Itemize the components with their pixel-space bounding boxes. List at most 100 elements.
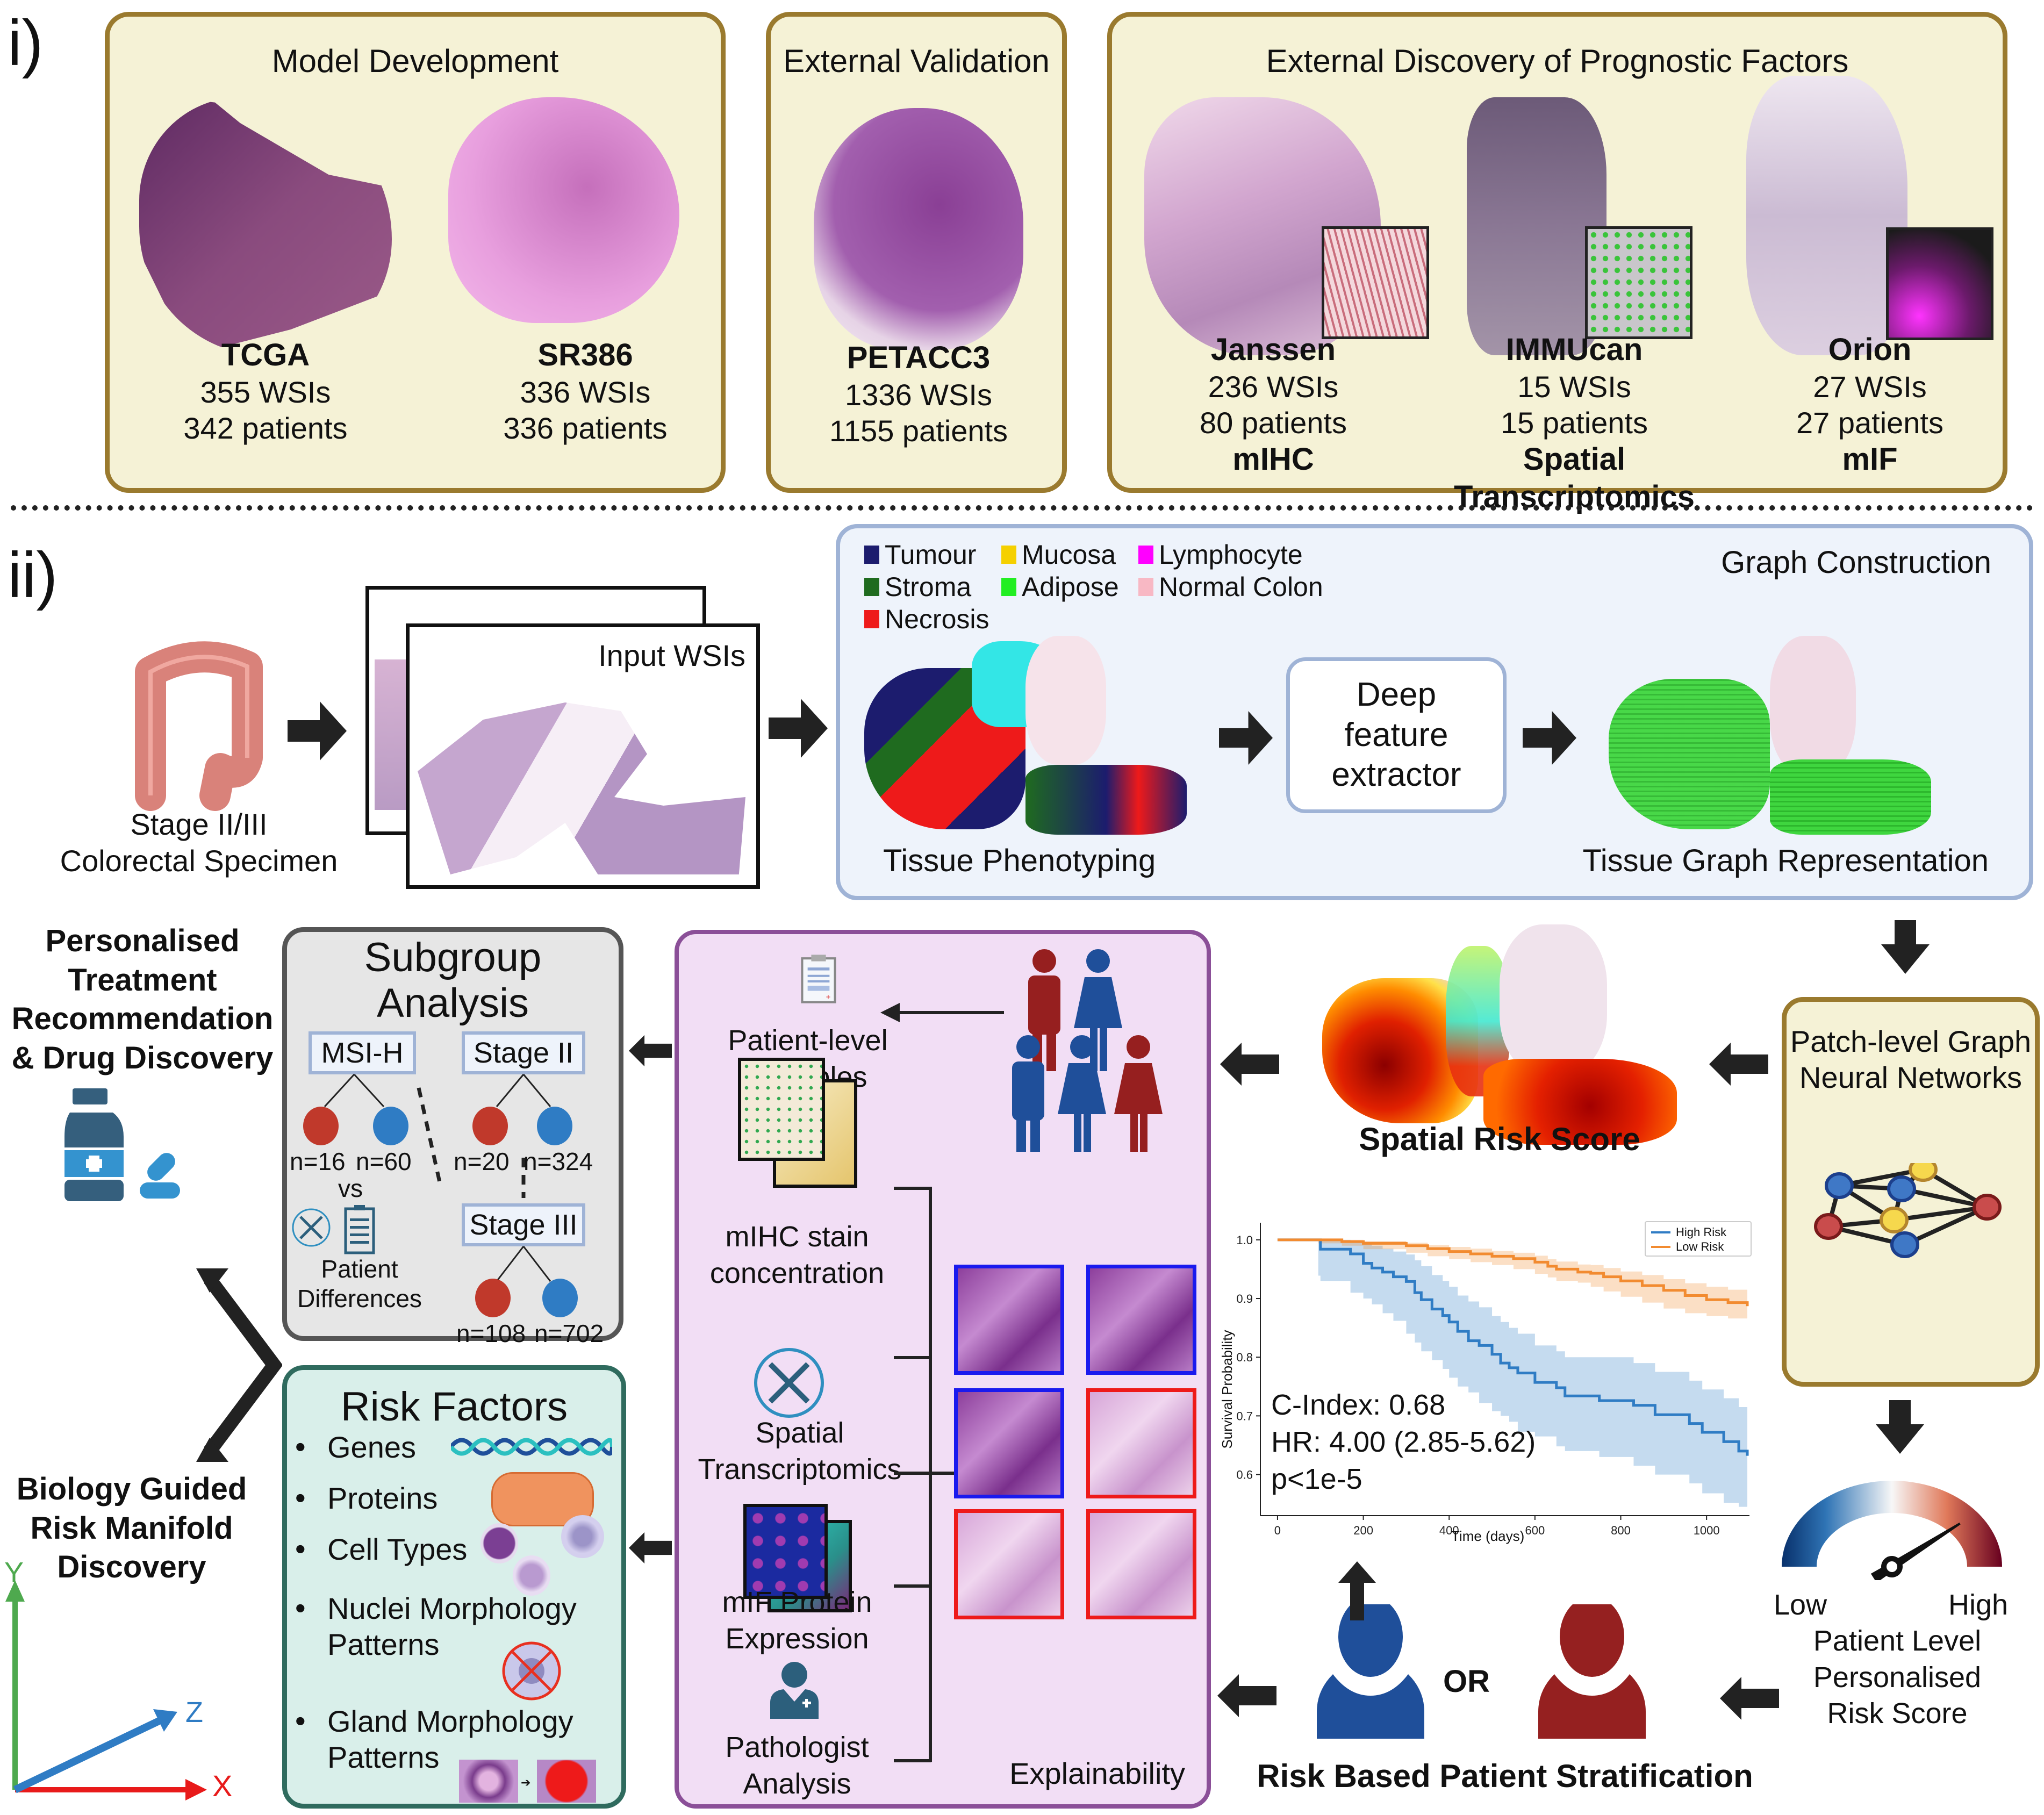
immucan-st-inset	[1585, 226, 1692, 339]
legend-swatch-lymphocyte	[1138, 546, 1153, 564]
tissue-phenotype-map	[864, 636, 1208, 835]
arrow-right-icon	[1219, 711, 1273, 765]
arrow-left-icon	[1709, 1043, 1768, 1086]
model-development-title: Model Development	[271, 43, 559, 79]
gland-image-before	[459, 1760, 518, 1803]
petacc3-slide-image	[814, 108, 1023, 350]
chart-legend: High Risk Low Risk	[1645, 1221, 1752, 1257]
arrow-left-icon	[1220, 1043, 1279, 1086]
immucan-slide-image	[1467, 97, 1606, 355]
connector-line	[894, 1472, 931, 1475]
tissue-graph-map	[1609, 636, 1953, 835]
dataset-sr386: SR386 336 WSIs 336 patients	[503, 338, 668, 445]
hazard-ratio-value: HR: 4.00 (2.85-5.62)	[1271, 1426, 1536, 1459]
y-tick-label: 0.6	[1236, 1468, 1253, 1482]
bullet: •	[295, 1430, 306, 1464]
gauge-arc	[1782, 1481, 2002, 1567]
tcga-slide-image	[139, 97, 392, 355]
external-validation-title: External Validation	[783, 43, 1050, 79]
stage-iii-high-n: n=108	[456, 1319, 526, 1347]
legend-lymphocyte: Lymphocyte	[1138, 539, 1303, 570]
janssen-mihc-inset	[1322, 226, 1429, 339]
gauge-low-label: Low	[1774, 1589, 1827, 1621]
y-tick-label: 0.7	[1236, 1409, 1253, 1423]
vs-label: vs	[338, 1174, 363, 1202]
x-tick-label: 0	[1274, 1524, 1281, 1537]
external-validation-box: External Validation PETACC3 1336 WSIs 11…	[766, 12, 1067, 493]
high-risk-patient-icon	[1538, 1604, 1646, 1739]
dataset-immucan: IMMUcan 15 WSIs 15 patients Spatial Tran…	[1453, 332, 1695, 514]
x-tick-label: 400	[1439, 1524, 1459, 1537]
subgroup-tree-lines	[324, 1073, 551, 1282]
connector-line	[891, 1011, 1004, 1014]
legend-high-risk: High Risk	[1651, 1225, 1726, 1239]
legend-tumour: Tumour	[864, 539, 976, 570]
arrow-right-icon	[288, 701, 347, 761]
explain-item-spatial-transcriptomics: Spatial Transcriptomics	[698, 1417, 902, 1486]
spatial-risk-score-label: Spatial Risk Score	[1359, 1121, 1640, 1157]
legend-swatch-tumour	[864, 546, 879, 564]
dataset-janssen: Janssen 236 WSIs 80 patients mIHC	[1200, 332, 1347, 477]
legend-normal-colon: Normal Colon	[1138, 571, 1323, 602]
stage-ii-high-n: n=20	[454, 1147, 510, 1175]
y-tick-label: 0.8	[1236, 1351, 1253, 1364]
bullet: •	[295, 1481, 306, 1515]
legend-low-risk: Low Risk	[1651, 1240, 1724, 1254]
legend-necrosis: Necrosis	[864, 604, 989, 635]
arrow-left-icon	[629, 1532, 672, 1564]
x-tick-label: 1000	[1694, 1524, 1720, 1537]
dataset-orion: Orion 27 WSIs 27 patients mIF	[1796, 332, 1943, 477]
orion-mif-inset	[1886, 227, 1993, 340]
legend-swatch-stroma	[864, 578, 879, 596]
legend-line-high-risk	[1651, 1231, 1670, 1233]
high-risk-patch	[1086, 1509, 1196, 1619]
dna-icon	[292, 1208, 331, 1247]
model-development-box: Model Development TCGA 355 WSIs 342 pati…	[105, 12, 726, 493]
arrow-right-icon	[769, 699, 828, 758]
connector-line	[894, 1584, 931, 1588]
arrow-left-icon	[1217, 1674, 1276, 1717]
dataset-tcga: TCGA 355 WSIs 342 patients	[183, 338, 348, 445]
graph-node	[1880, 1207, 1909, 1233]
legend-swatch-mucosa	[1001, 546, 1016, 564]
patient-population-icon	[1012, 949, 1163, 1152]
risk-factor-cell-types: Cell Types	[327, 1532, 468, 1566]
legend-mucosa: Mucosa	[1001, 539, 1116, 570]
graph-construction-title: Graph Construction	[1721, 545, 1991, 580]
low-risk-dot	[537, 1107, 572, 1145]
explain-item-mif: mIF Protein Expression	[722, 1586, 872, 1655]
input-wsis-label: Input WSIs	[598, 639, 745, 672]
orion-slide-image	[1746, 76, 1907, 355]
gnn-box: Patch-level Graph Neural Networks	[1782, 997, 2040, 1387]
low-risk-patch	[954, 1265, 1064, 1375]
legend-swatch-necrosis	[864, 610, 879, 628]
cell-icon	[513, 1555, 550, 1596]
axis-z-label: Z	[185, 1696, 203, 1728]
explainability-title: Explainability	[1009, 1756, 1185, 1790]
msi-high-n: n=16	[290, 1147, 346, 1175]
gauge-needle	[1870, 1522, 1961, 1580]
axis-y-label: Y	[4, 1556, 24, 1589]
specimen-label: Stage II/III Colorectal Specimen	[60, 807, 338, 878]
stage-iii-low-n: n=702	[534, 1319, 604, 1347]
dna-strand-icon	[451, 1438, 612, 1456]
subgroup-stage-iii: Stage III	[462, 1203, 585, 1246]
chevron-arrows-icon	[196, 1268, 282, 1462]
tissue-graph-label: Tissue Graph Representation	[1582, 843, 1989, 878]
connector-line	[894, 1356, 931, 1359]
legend-adipose: Adipose	[1001, 571, 1119, 602]
clipboard-icon: +	[801, 955, 836, 1003]
low-risk-patient-icon	[1317, 1604, 1424, 1739]
or-label: OR	[1443, 1664, 1490, 1699]
colon-icon	[135, 641, 263, 811]
gnn-title: Patch-level Graph Neural Networks	[1790, 1024, 2032, 1095]
protein-icon	[491, 1472, 594, 1526]
panel-label-i: i)	[8, 7, 44, 79]
graph-construction-box: Tumour Mucosa Lymphocyte Stroma Adipose …	[836, 524, 2033, 900]
graph-node	[1890, 1231, 1919, 1258]
pathologist-icon	[770, 1662, 819, 1719]
low-risk-dot	[542, 1279, 578, 1317]
msi-low-n: n=60	[356, 1147, 412, 1175]
